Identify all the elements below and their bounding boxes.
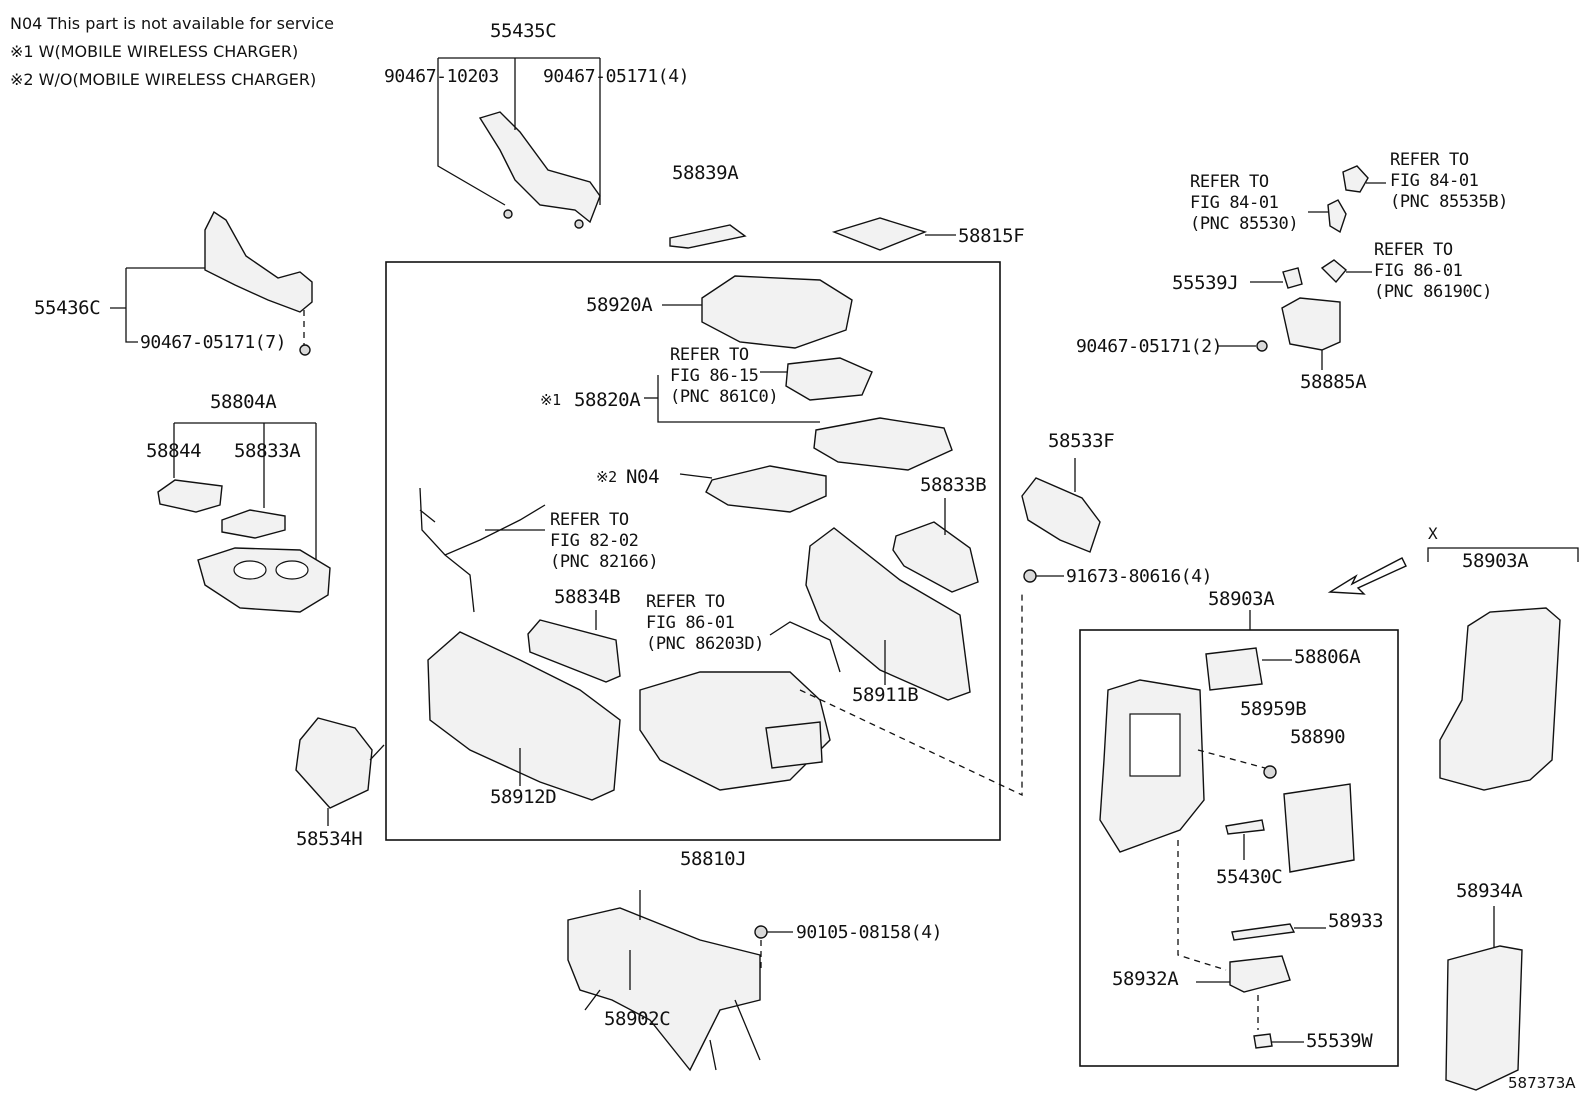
part-58885a-drawing	[1281, 297, 1341, 351]
refer-line-2: FIG 86-01	[646, 613, 735, 633]
part-label-n04[interactable]: N04	[626, 466, 660, 488]
refer-line-1: REFER TO	[550, 510, 629, 530]
part-label-55430c[interactable]: 55430C	[1216, 866, 1283, 888]
part-label-58920a[interactable]: 58920A	[586, 294, 653, 316]
refer-line-3: (PNC 85530)	[1190, 214, 1299, 234]
part-58912d-drawing	[427, 631, 621, 801]
part-58839a-drawing	[669, 224, 747, 249]
figure-id: 587373A	[1508, 1074, 1576, 1092]
part-label-58933[interactable]: 58933	[1328, 910, 1384, 932]
part-label-55435c[interactable]: 55435C	[490, 20, 557, 42]
refer-fig-84-01-b[interactable]: REFER TO FIG 84-01 (PNC 85535B)	[1390, 150, 1508, 213]
refer-line-3: (PNC 861C0)	[670, 387, 779, 407]
part-label-58804a[interactable]: 58804A	[210, 391, 277, 413]
part-label-58834b[interactable]: 58834B	[554, 586, 621, 608]
part-58534h-drawing	[295, 717, 373, 809]
part-58533f-drawing	[1021, 477, 1101, 553]
part-58934a-drawing	[1445, 945, 1523, 1091]
refer-fig-86-15[interactable]: REFER TO FIG 86-15 (PNC 861C0)	[670, 345, 779, 408]
refer-line-1: REFER TO	[1374, 240, 1453, 260]
part-58903a-right-drawing	[1439, 607, 1561, 791]
refer-line-1: REFER TO	[1190, 172, 1269, 192]
note-n04: N04 This part is not available for servi…	[10, 14, 334, 33]
part-label-58885a[interactable]: 58885A	[1300, 371, 1367, 393]
panel-assembly-box	[1079, 629, 1399, 1067]
refer-line-3: (PNC 86203D)	[646, 634, 765, 654]
refer-line-2: FIG 84-01	[1390, 171, 1479, 191]
part-label-58890[interactable]: 58890	[1290, 726, 1346, 748]
refer-line-3: (PNC 82166)	[550, 552, 659, 572]
part-label-58534h[interactable]: 58534H	[296, 828, 363, 850]
part-label-90467-05171-7[interactable]: 90467-05171(7)	[140, 332, 287, 353]
part-58804a-drawing	[157, 422, 331, 613]
part-label-58833a[interactable]: 58833A	[234, 440, 301, 462]
refer-line-1: REFER TO	[1390, 150, 1469, 170]
refer-fig-82-02[interactable]: REFER TO FIG 82-02 (PNC 82166)	[550, 510, 659, 573]
refer-fig-86-01-b[interactable]: REFER TO FIG 86-01 (PNC 86190C)	[1374, 240, 1492, 303]
part-55436c-drawing	[110, 210, 313, 356]
refer-line-1: REFER TO	[646, 592, 725, 612]
part-label-58844[interactable]: 58844	[146, 440, 202, 462]
refer-fig-86-01-a[interactable]: REFER TO FIG 86-01 (PNC 86203D)	[646, 592, 764, 655]
part-label-58959b[interactable]: 58959B	[1240, 698, 1307, 720]
part-58902c-drawing	[567, 890, 761, 1072]
part-label-55539j[interactable]: 55539J	[1172, 272, 1239, 294]
part-label-91673-80616-4[interactable]: 91673-80616(4)	[1066, 566, 1213, 587]
refer-fig-84-01-a[interactable]: REFER TO FIG 84-01 (PNC 85530)	[1190, 172, 1299, 235]
refer-line-2: FIG 84-01	[1190, 193, 1279, 213]
refer-line-2: FIG 82-02	[550, 531, 639, 551]
note-without-charger: ※2 W/O(MOBILE WIRELESS CHARGER)	[10, 70, 317, 89]
part-58815f-drawing	[831, 217, 928, 251]
view-x-label: X	[1428, 524, 1438, 543]
part-label-90467-05171-2[interactable]: 90467-05171(2)	[1076, 336, 1223, 357]
refer-line-3: (PNC 86190C)	[1374, 282, 1493, 302]
part-58911b-drawing	[805, 527, 971, 701]
note-with-charger: ※1 W(MOBILE WIRELESS CHARGER)	[10, 42, 299, 61]
part-label-58833b[interactable]: 58833B	[920, 474, 987, 496]
part-label-58533f[interactable]: 58533F	[1048, 430, 1115, 452]
part-label-58934a[interactable]: 58934A	[1456, 880, 1523, 902]
part-55435c-drawing	[437, 57, 601, 229]
part-58920a-drawing	[701, 275, 853, 349]
mark-without-charger: ※2	[596, 468, 617, 486]
part-label-58810j[interactable]: 58810J	[680, 848, 747, 870]
mark-with-charger: ※1	[540, 391, 561, 409]
part-label-58912d[interactable]: 58912D	[490, 786, 557, 808]
part-label-55539w[interactable]: 55539W	[1306, 1030, 1373, 1052]
part-label-55436c[interactable]: 55436C	[34, 297, 101, 319]
part-label-58815f[interactable]: 58815F	[958, 225, 1025, 247]
wire-harness-drawing	[419, 487, 546, 613]
refer-line-2: FIG 86-01	[1374, 261, 1463, 281]
refer-line-1: REFER TO	[670, 345, 749, 365]
part-label-58820a[interactable]: 58820A	[574, 389, 641, 411]
refer-line-2: FIG 86-15	[670, 366, 759, 386]
part-label-90467-10203[interactable]: 90467-10203	[384, 66, 499, 87]
console-assembly-box	[385, 261, 1001, 841]
direction-arrow	[1327, 557, 1407, 595]
part-label-58903a-right[interactable]: 58903A	[1462, 550, 1529, 572]
part-label-58932a[interactable]: 58932A	[1112, 968, 1179, 990]
part-label-90467-05171-4[interactable]: 90467-05171(4)	[543, 66, 690, 87]
part-label-58903a-box[interactable]: 58903A	[1208, 588, 1275, 610]
part-label-58839a[interactable]: 58839A	[672, 162, 739, 184]
part-label-90105-08158-4[interactable]: 90105-08158(4)	[796, 922, 943, 943]
part-label-58902c[interactable]: 58902C	[604, 1008, 671, 1030]
part-label-58911b[interactable]: 58911B	[852, 684, 919, 706]
part-label-58806a[interactable]: 58806A	[1294, 646, 1361, 668]
refer-line-3: (PNC 85535B)	[1390, 192, 1509, 212]
